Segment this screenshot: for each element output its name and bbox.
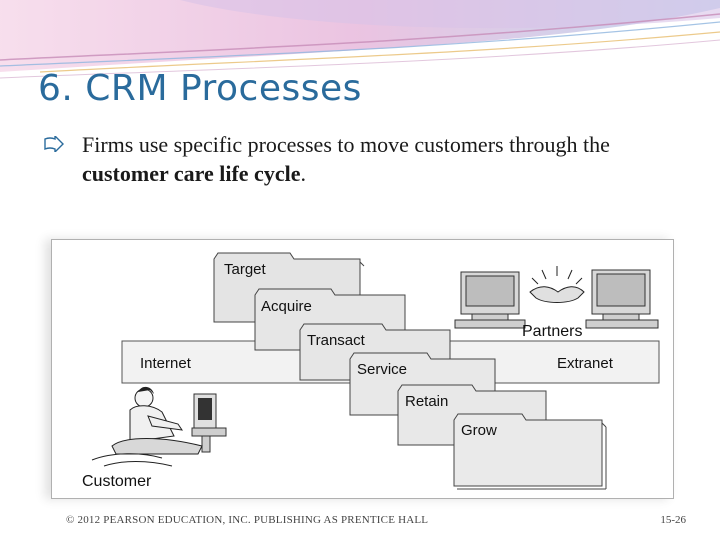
partners-label: Partners — [522, 323, 582, 340]
crm-diagram: Target Acquire Transact Service Retain G… — [51, 239, 674, 499]
customer-workstation-icon — [91, 386, 227, 467]
handshake-icon — [529, 266, 585, 303]
extranet-label: Extranet — [557, 355, 614, 372]
header-waves — [0, 0, 720, 79]
internet-label: Internet — [140, 355, 192, 372]
step-label-acquire: Acquire — [261, 298, 312, 315]
partners-computers-icon — [454, 269, 659, 329]
step-label-transact: Transact — [307, 332, 366, 349]
bullet-text: Firms use specific processes to move cus… — [82, 130, 684, 188]
step-label-grow: Grow — [461, 422, 497, 439]
bullet-arrow-icon — [44, 136, 64, 152]
customer-label: Customer — [82, 473, 152, 490]
bullet-text-after: . — [300, 161, 306, 186]
bullet-text-before: Firms use specific processes to move cus… — [82, 132, 610, 157]
bullet-point: Firms use specific processes to move cus… — [44, 130, 684, 188]
step-label-retain: Retain — [405, 393, 448, 410]
step-label-service: Service — [357, 361, 407, 378]
page-number: 15-26 — [660, 514, 686, 526]
step-label-target: Target — [224, 261, 267, 278]
page-title: 6. CRM Processes — [38, 68, 362, 109]
footer-copyright: © 2012 PEARSON EDUCATION, INC. PUBLISHIN… — [66, 514, 429, 526]
bullet-emphasis: customer care life cycle — [82, 161, 301, 186]
folder-grow: Grow — [453, 413, 607, 490]
